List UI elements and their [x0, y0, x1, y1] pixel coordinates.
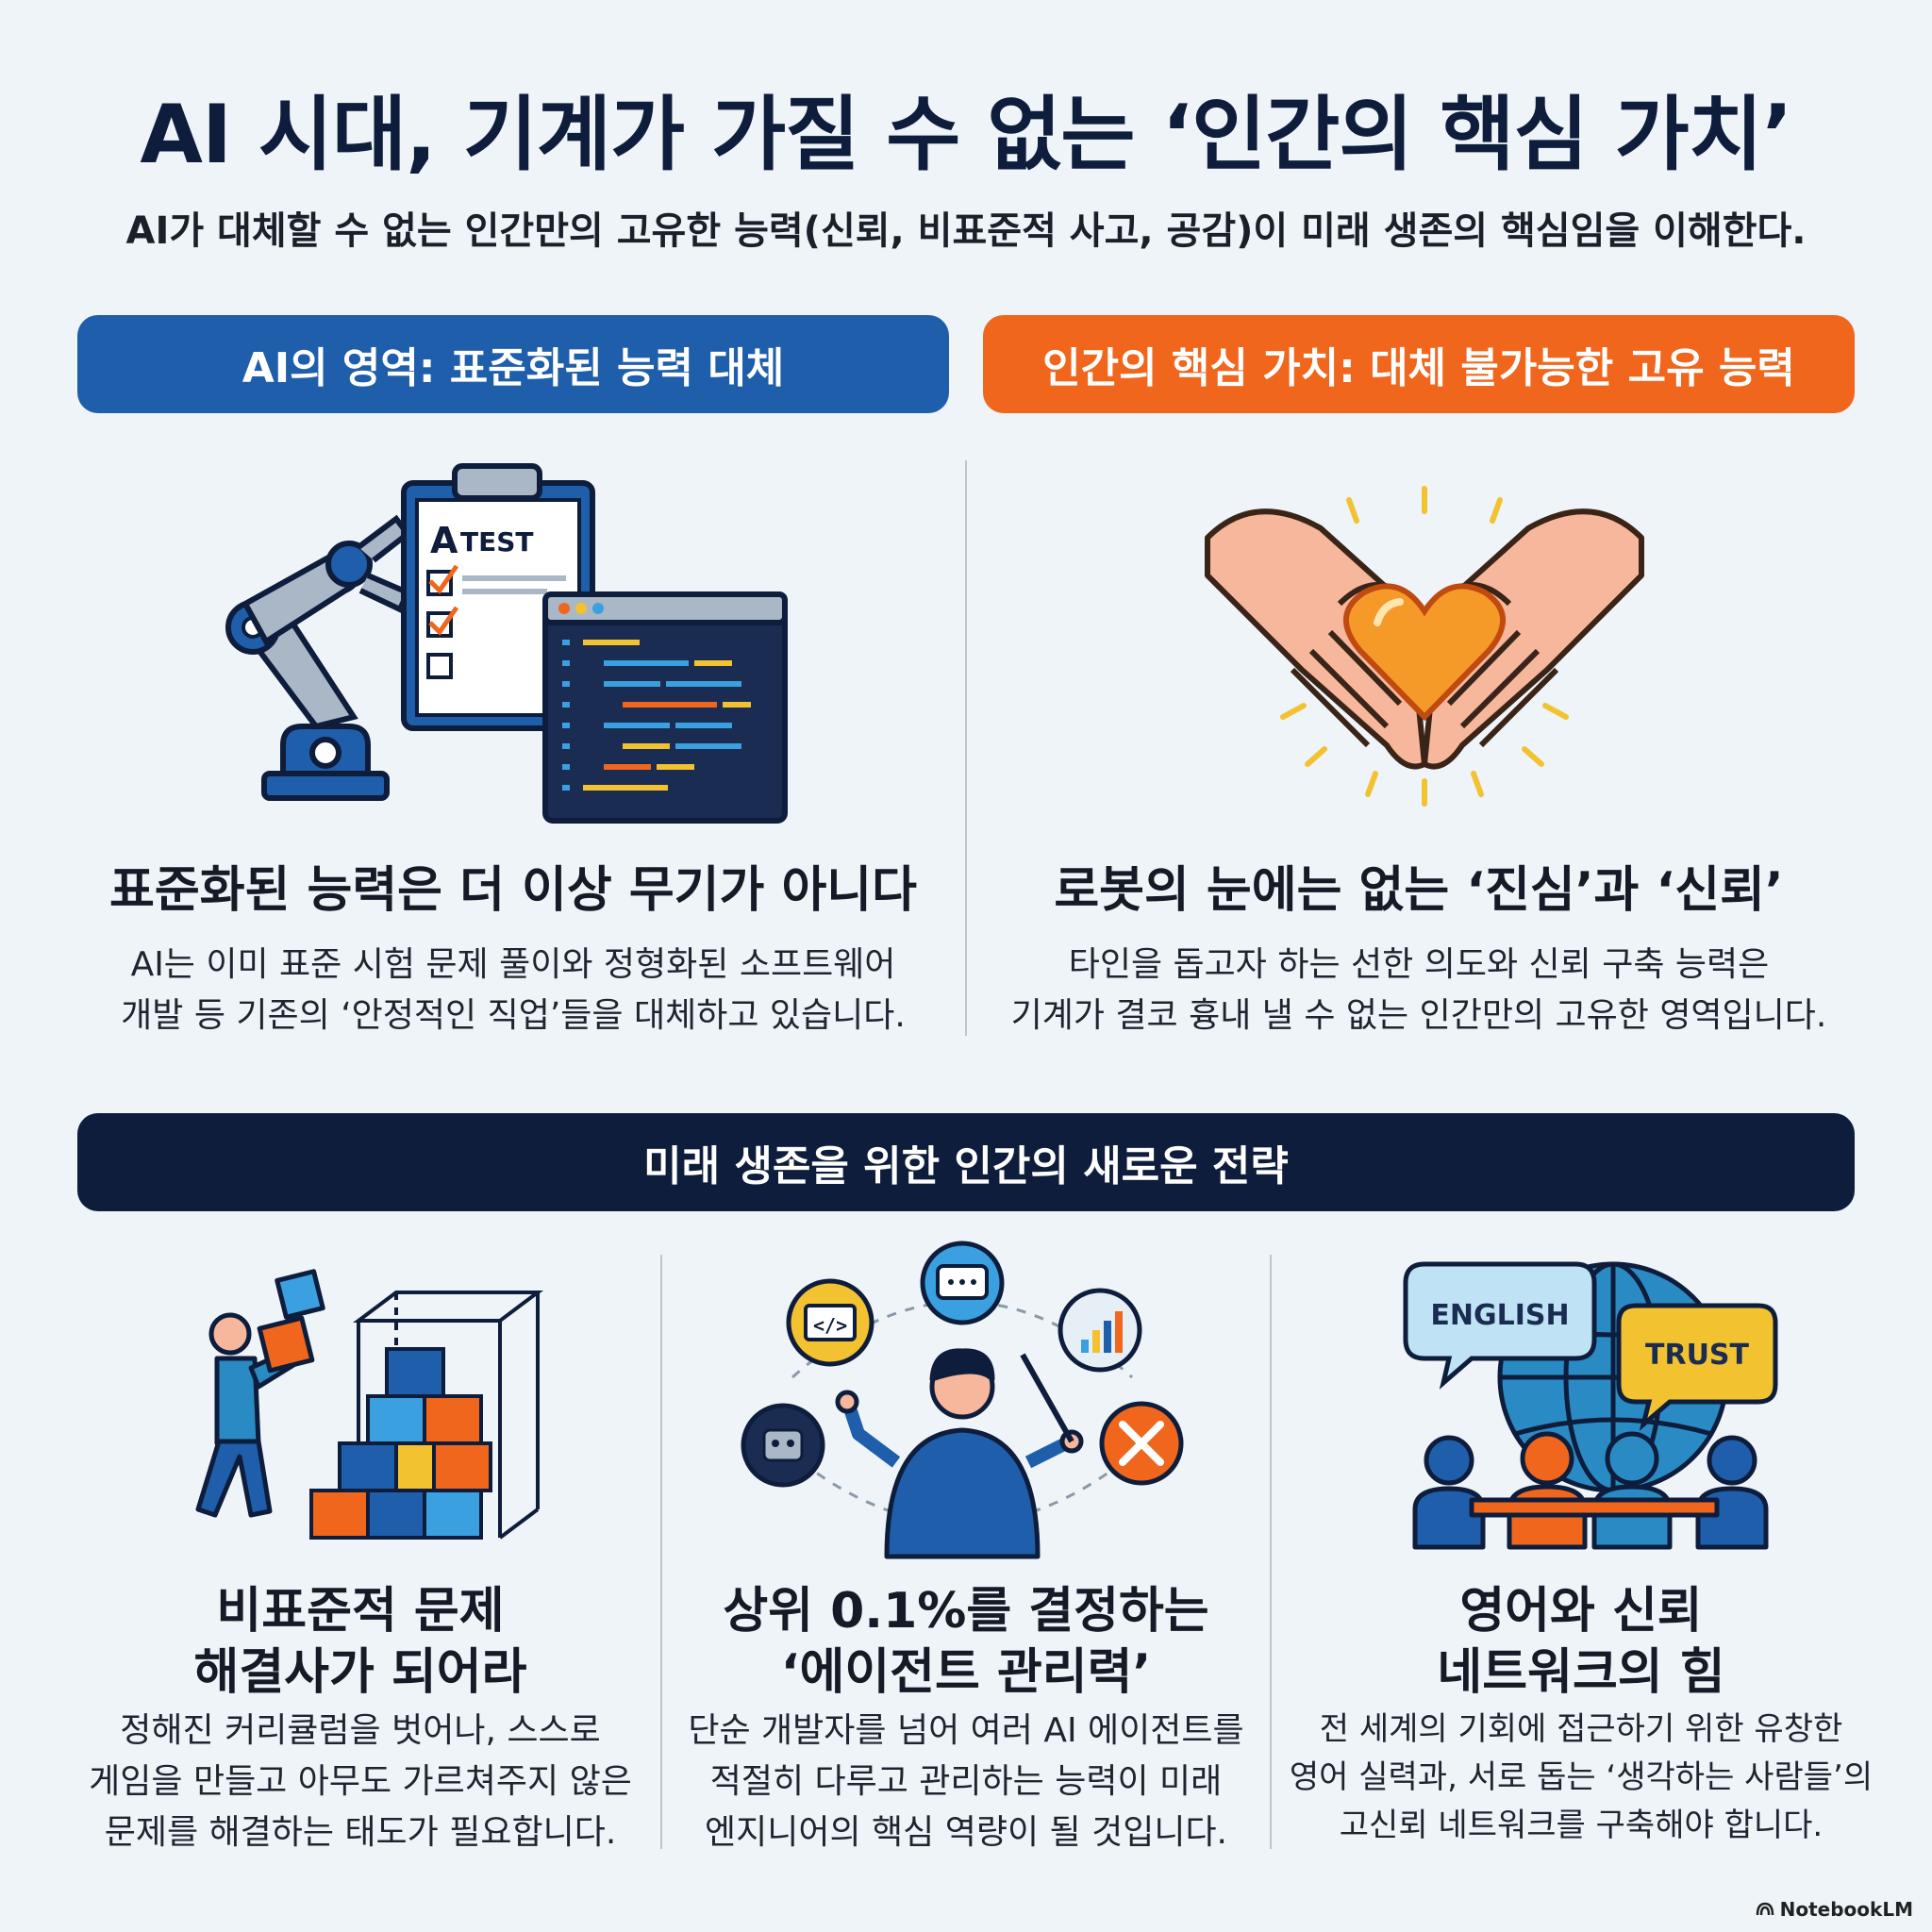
strategy-body-line: 엔지니어의 핵심 역량이 될 것입니다.: [704, 1813, 1228, 1852]
trust-bubble-text: TRUST: [1645, 1339, 1750, 1372]
page-subtitle: AI가 대체할 수 없는 인간만의 고유한 능력(신뢰, 비표준적 사고, 공감…: [125, 209, 1807, 253]
page-title: AI 시대, 기계가 가질 수 없는 ‘인간의 핵심 가치’: [140, 88, 1792, 182]
tools-bubble-icon: [1099, 1401, 1184, 1486]
strategy-2-body: 단순 개발자를 넘어 여러 AI 에이전트를 적절히 다루고 관리하는 능력이 …: [670, 1706, 1262, 1858]
agent-manager-illustration: </>: [741, 1241, 1184, 1559]
strategy-banner: 미래 생존을 위한 인간의 새로운 전략: [77, 1113, 1855, 1211]
strategy-1-body: 정해진 커리큘럼을 벗어나, 스스로 게임을 만들고 아무도 가르쳐주지 않은 …: [77, 1706, 643, 1858]
strategy-heading-line: ‘에이전트 관리력’: [780, 1644, 1152, 1701]
ai-card-body: AI는 이미 표준 시험 문제 풀이와 정형화된 소프트웨어 개발 등 기존의 …: [77, 940, 949, 1041]
chat-bubble-icon: [920, 1241, 1005, 1325]
hands-icon: [1205, 508, 1644, 770]
strategy-heading-line: 해결사가 되어라: [193, 1644, 527, 1701]
code-window-icon: [542, 591, 788, 824]
english-bubble-icon: ENGLISH: [1403, 1261, 1597, 1390]
ai-card-body-line: 개발 등 기존의 ‘안정적인 직업’들을 대체하고 있습니다.: [121, 996, 906, 1035]
strategy-3-body: 전 세계의 기회에 접근하기 위한 유창한 영어 실력과, 서로 돕는 ‘생각하…: [1279, 1706, 1883, 1850]
robot-bubble-icon: [741, 1403, 825, 1488]
strategy-2-heading: 상위 0.1%를 결정하는 ‘에이전트 관리력’: [670, 1581, 1262, 1704]
bottom-divider-right: [1270, 1255, 1272, 1849]
heart-hands-illustration: [1205, 486, 1644, 807]
strategy-1-heading: 비표준적 문제 해결사가 되어라: [77, 1581, 643, 1704]
bottom-divider-left: [660, 1255, 662, 1849]
brand-mark: NotebookLM: [1756, 1898, 1913, 1921]
human-card-body-line: 타인을 돕고자 하는 선한 의도와 신뢰 구축 능력은: [1068, 945, 1770, 984]
people-network-icon: [1412, 1431, 1769, 1550]
strategy-body-line: 정해진 커리큘럼을 벗어나, 스스로: [120, 1711, 601, 1750]
bar-chart-bubble-icon: [1058, 1288, 1142, 1373]
glow-rays-icon: [1280, 486, 1569, 807]
ai-card-heading: 표준화된 능력은 더 이상 무기가 아니다: [109, 862, 917, 919]
human-card-body: 타인을 돕고자 하는 선한 의도와 신뢰 구축 능력은 기계가 결코 흉내 낼 …: [983, 940, 1855, 1041]
strategy-body-line: 게임을 만들고 아무도 가르쳐주지 않은: [89, 1762, 632, 1801]
robot-arm-test-code-illustration: A TEST: [225, 463, 788, 824]
strategy-heading-line: 네트워크의 힘: [1437, 1644, 1725, 1701]
strategy-heading-line: 상위 0.1%를 결정하는: [723, 1583, 1209, 1640]
strategy-body-line: 단순 개발자를 넘어 여러 AI 에이전트를: [688, 1711, 1244, 1750]
clipboard-word: TEST: [460, 526, 534, 558]
notebooklm-logo-icon: [1756, 1902, 1774, 1916]
trust-bubble-icon: TRUST: [1616, 1303, 1778, 1432]
strategy-heading-line: 비표준적 문제: [216, 1583, 505, 1640]
person-carrying-block-icon: [195, 1269, 325, 1518]
human-value-banner: 인간의 핵심 가치: 대체 불가능한 고유 능력: [983, 315, 1855, 413]
strategy-3-heading: 영어와 신뢰 네트워크의 힘: [1279, 1581, 1883, 1704]
strategy-body-line: 전 세계의 기회에 접근하기 위한 유창한: [1319, 1710, 1843, 1748]
human-card-heading: 로봇의 눈에는 없는 ‘진심’과 ‘신뢰’: [1054, 862, 1784, 919]
code-bubble-icon: </>: [786, 1278, 874, 1367]
strategy-heading-line: 영어와 신뢰: [1459, 1583, 1703, 1640]
building-blocks-illustration: [195, 1269, 543, 1540]
stacked-blocks-icon: [309, 1347, 492, 1540]
strategy-body-line: 고신뢰 네트워크를 구축해야 합니다.: [1339, 1807, 1824, 1844]
clipboard-letter: A: [430, 520, 458, 561]
strategy-body-line: 영어 실력과, 서로 돕는 ‘생각하는 사람들’의: [1289, 1758, 1874, 1796]
top-divider: [965, 460, 967, 1036]
global-network-illustration: ENGLISH TRUST: [1403, 1261, 1778, 1550]
brand-name: NotebookLM: [1779, 1898, 1913, 1921]
english-bubble-text: ENGLISH: [1430, 1299, 1569, 1332]
manager-person-icon: [835, 1348, 1084, 1559]
strategy-body-line: 적절히 다루고 관리하는 능력이 미래: [709, 1762, 1223, 1801]
human-card-body-line: 기계가 결코 흉내 낼 수 없는 인간만의 고유한 영역입니다.: [1010, 996, 1827, 1035]
strategy-body-line: 문제를 해결하는 태도가 필요합니다.: [104, 1813, 617, 1852]
svg-text:</>: </>: [813, 1314, 847, 1337]
robot-arm-icon: [225, 514, 412, 801]
ai-domain-banner: AI의 영역: 표준화된 능력 대체: [77, 315, 949, 413]
ai-card-body-line: AI는 이미 표준 시험 문제 풀이와 정형화된 소프트웨어: [130, 945, 896, 984]
heart-icon: [1343, 583, 1506, 722]
